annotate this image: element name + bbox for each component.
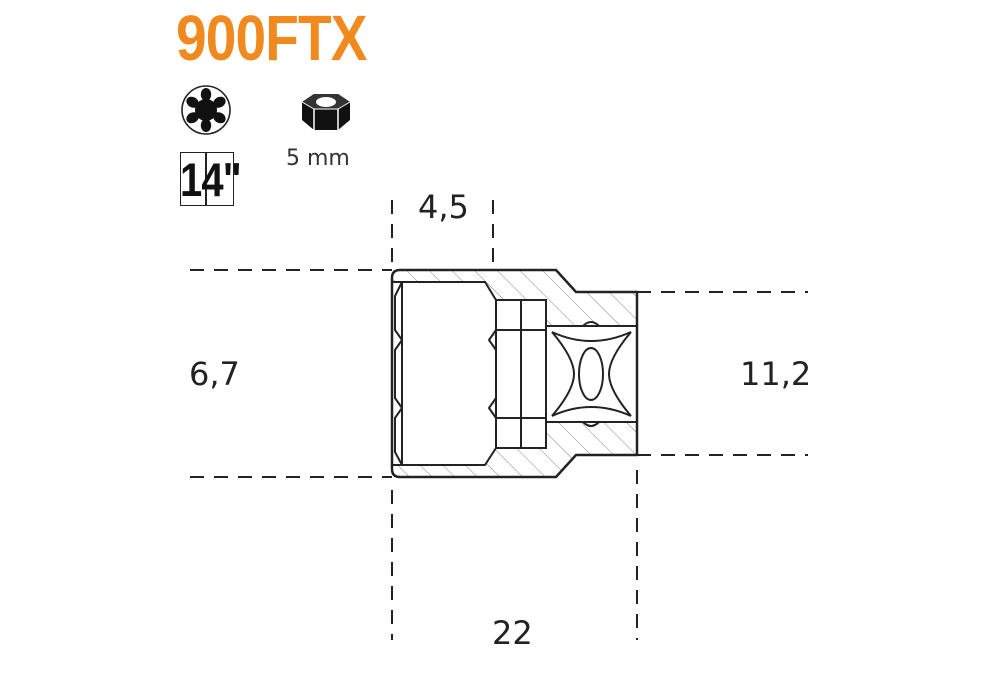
dimension-overall-length: 22 — [492, 614, 533, 652]
drive-size-box — [180, 152, 234, 206]
dimension-drive-height: 11,2 — [740, 355, 812, 393]
torx-star-icon — [181, 85, 231, 135]
drive-size-label: 14" — [180, 153, 242, 206]
drive-box-divider — [205, 153, 207, 205]
body-outline — [390, 268, 639, 479]
dimension-head-height: 6,7 — [189, 355, 240, 393]
hex-bore — [391, 281, 497, 466]
hex-size-label: 5 mm — [286, 146, 350, 171]
hex-nut-icon — [301, 94, 351, 130]
model-title: 900FTX — [176, 2, 367, 74]
dimension-depth-top: 4,5 — [418, 188, 469, 226]
extension-lines — [190, 200, 808, 640]
